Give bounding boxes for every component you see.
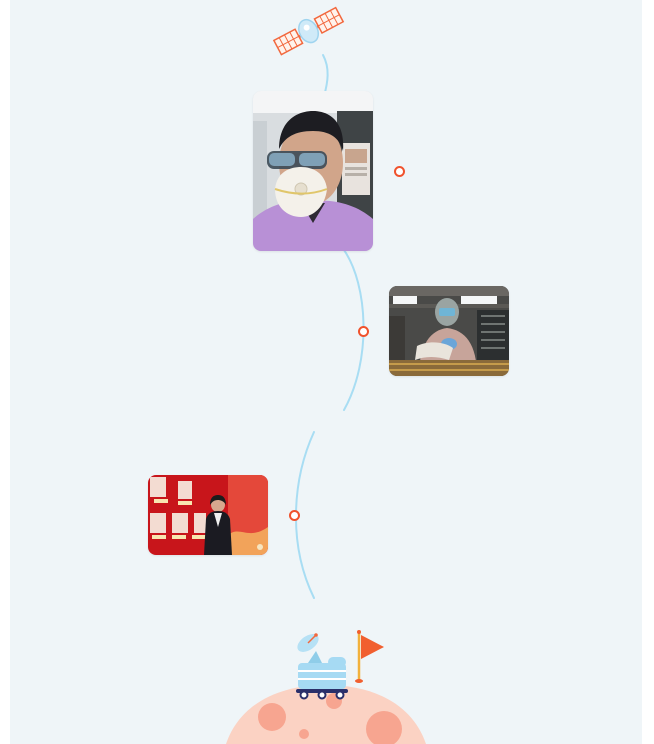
timeline-marker[interactable]	[358, 326, 369, 337]
satellite-icon	[272, 5, 346, 64]
selfie-with-mask-photo[interactable]	[253, 91, 373, 251]
planet-icon	[226, 685, 426, 744]
exhibition-photo[interactable]	[148, 475, 268, 555]
lab-worker-photo[interactable]	[389, 286, 509, 376]
satellite-dish-icon	[297, 633, 322, 663]
timeline-panel	[10, 0, 642, 744]
flag-icon	[355, 630, 384, 683]
landing-scene	[220, 625, 440, 744]
timeline-marker[interactable]	[289, 510, 300, 521]
rover-icon	[296, 657, 348, 700]
timeline-marker[interactable]	[394, 166, 405, 177]
